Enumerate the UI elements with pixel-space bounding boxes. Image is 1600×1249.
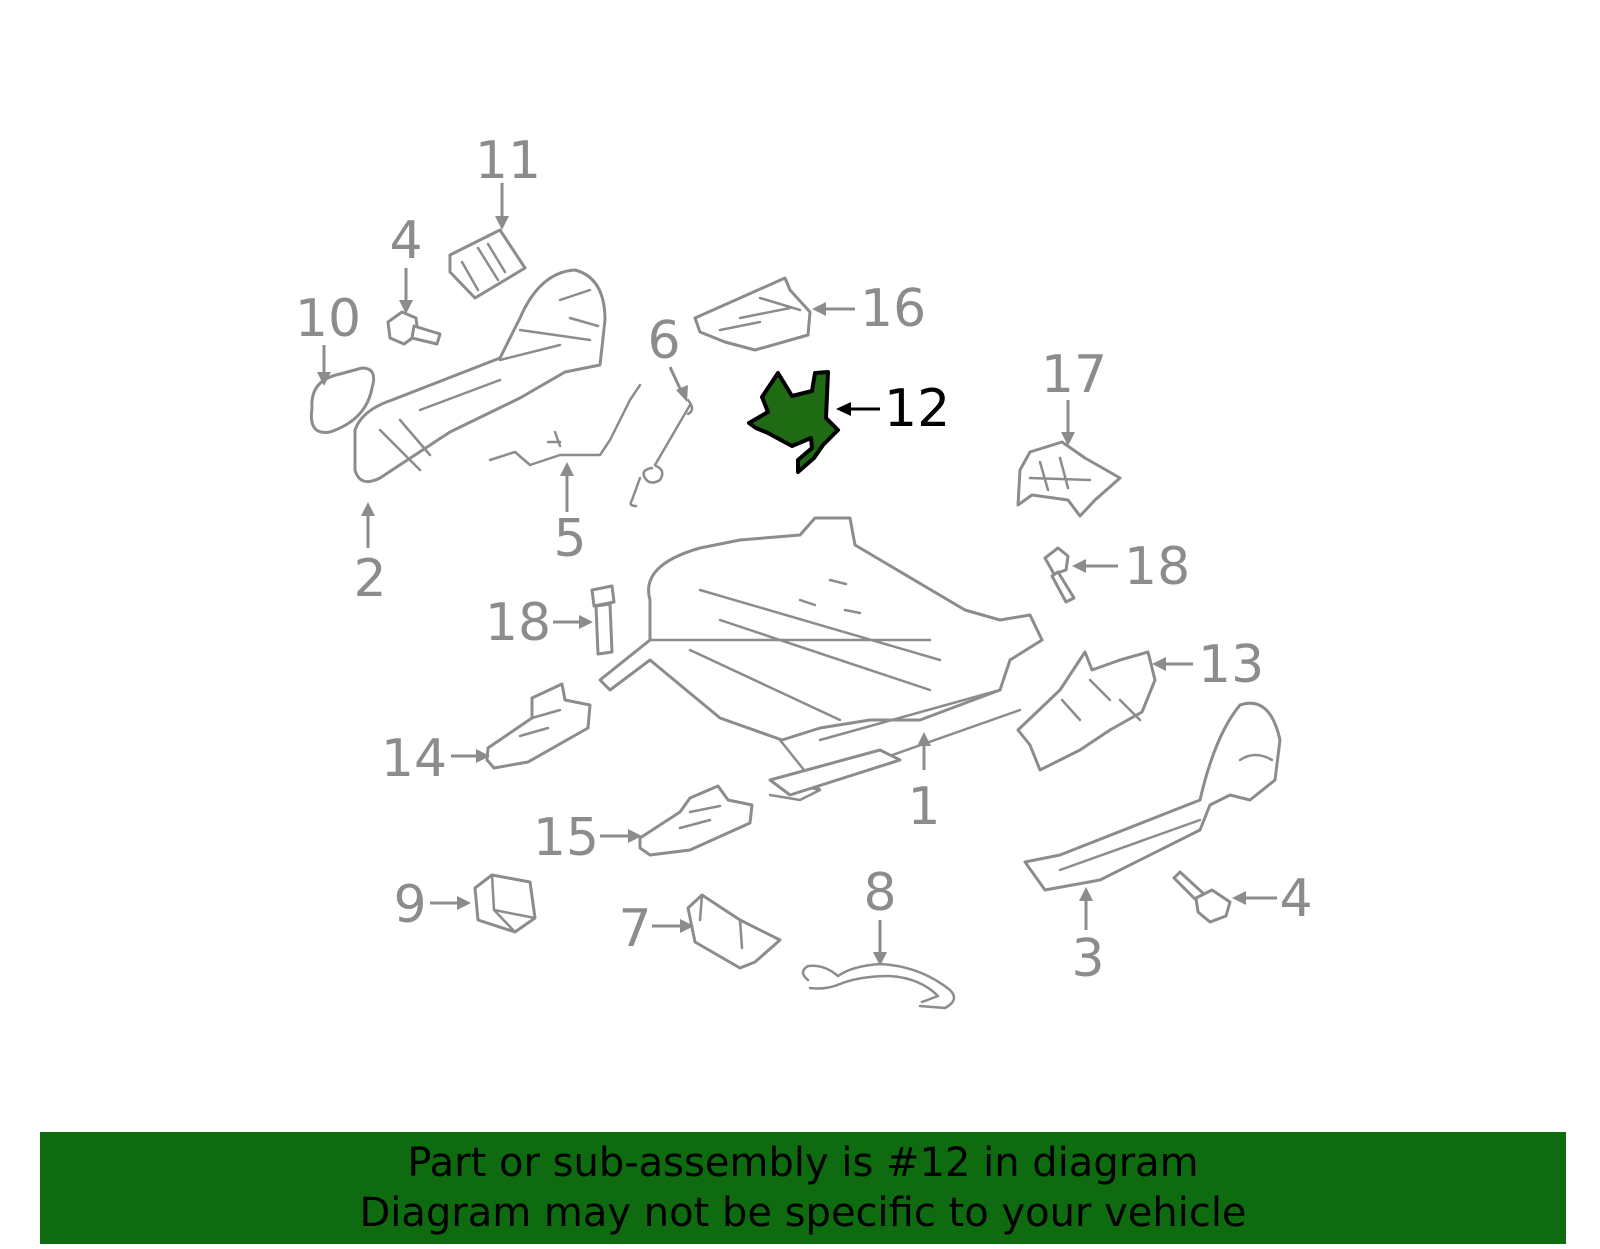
part-13-bracket [1016,650,1157,772]
callout-arrows [317,183,1277,966]
callout-3: 3 [1071,929,1104,989]
part-7-bracket [686,893,782,970]
callout-6: 6 [647,311,680,371]
callout-1: 1 [907,777,940,837]
arrowhead-3 [1079,887,1093,901]
arrowhead-5 [560,462,574,476]
part-8-wire [801,962,956,1010]
callout-13: 13 [1198,635,1264,695]
callout-18-right: 18 [1124,537,1190,597]
part-12-highlighted [747,370,840,474]
arrowhead-2 [361,502,375,516]
callout-9: 9 [393,875,426,935]
arrowhead-8 [873,952,887,966]
part-17-bracket [1016,440,1122,518]
banner-line-2: Diagram may not be specific to your vehi… [359,1190,1247,1236]
callout-4-upper: 4 [389,211,422,271]
part-6-spring [629,398,694,508]
arrowhead-12 [836,402,851,416]
part-1-seat-frame [598,516,1044,802]
arrowhead-15 [628,829,642,843]
callout-labels: 11 4 10 2 6 5 16 12 17 18 18 13 14 1 15 … [295,131,1313,989]
callout-5: 5 [553,509,586,569]
callout-2: 2 [353,549,386,609]
part-4-bolt-upper [386,310,442,346]
part-4-bolt-lower [1172,870,1232,924]
arrowhead-11 [495,216,509,230]
callout-10: 10 [295,289,361,349]
part-15-cover [638,784,754,857]
callout-16: 16 [860,279,926,339]
arrowhead-10 [317,372,331,386]
arrowhead-17 [1061,432,1075,446]
part-16-bracket [693,276,812,352]
callout-11: 11 [475,131,541,191]
callout-18-left: 18 [485,593,551,653]
arrowhead-13 [1152,657,1166,671]
arrowhead-18-right [1072,559,1086,573]
callout-15: 15 [533,808,599,868]
arrowhead-7 [680,919,694,933]
part-18-bolt-right [1043,546,1076,604]
callout-8: 8 [863,863,896,923]
arrowhead-9 [457,896,471,910]
callout-7: 7 [618,899,651,959]
info-banner: Part or sub-assembly is #12 in diagram D… [40,1132,1566,1244]
arrowhead-14 [476,749,490,763]
arrowhead-6 [676,385,688,402]
callout-14: 14 [381,729,447,789]
arrowhead-4-upper [399,300,413,314]
part-2-side-shield [353,268,607,484]
arrowhead-16 [812,302,826,316]
arrowhead-18-left [579,615,593,629]
callout-17: 17 [1041,345,1107,405]
banner-line-1: Part or sub-assembly is #12 in diagram [407,1140,1199,1186]
part-9-clip [473,873,537,934]
part-5-rod [488,383,642,467]
part-14-cover [485,682,592,770]
part-18-bolt-left [590,584,616,656]
part-11-bracket [448,228,527,300]
callout-12: 12 [884,379,950,439]
arrowhead-1 [917,732,931,746]
part-3-side-shield [1023,701,1282,892]
arrowhead-4-lower [1232,891,1246,905]
callout-4-lower: 4 [1279,869,1312,929]
